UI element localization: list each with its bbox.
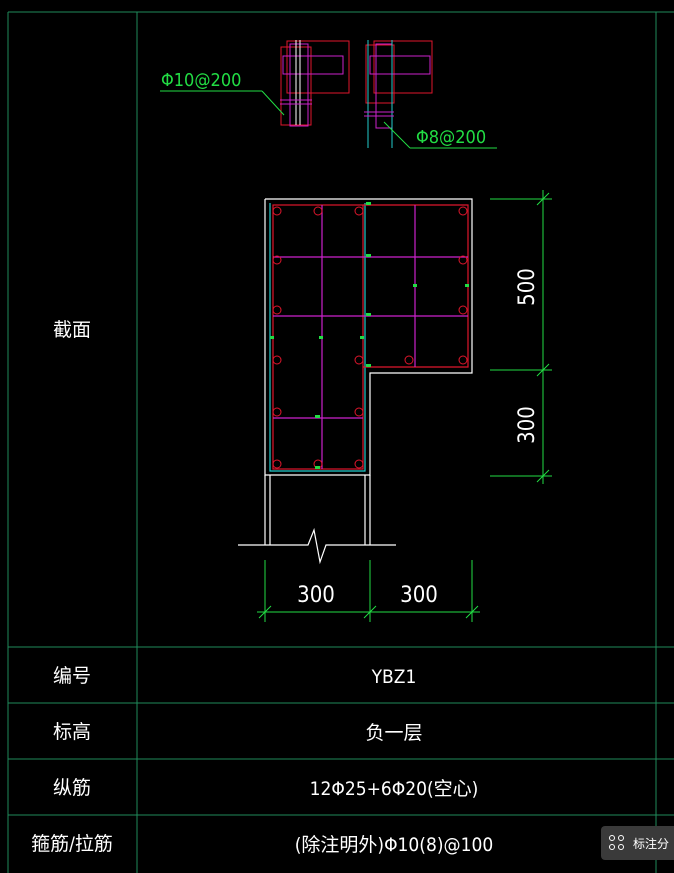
longitudinal-rebar-value: 12Φ25+6Φ20(空心) xyxy=(310,778,479,800)
longitudinal-rebar-row-label: 纵筋 xyxy=(53,777,91,799)
vertical-dimension xyxy=(490,190,552,484)
grid-icon xyxy=(609,835,625,851)
stirrup-detail-left xyxy=(160,40,350,127)
column-id-value: YBZ1 xyxy=(371,666,417,688)
rebar-bars xyxy=(272,206,468,469)
stirrup-outer-callout: Φ10@200 xyxy=(161,70,241,91)
annotation-badge[interactable]: 标注分 xyxy=(601,826,674,860)
stirrup-detail-right xyxy=(364,40,497,149)
height-bottom-dimension: 300 xyxy=(515,406,540,444)
annotation-badge-label: 标注分 xyxy=(633,836,670,851)
horizontal-dimension xyxy=(257,560,480,622)
section-row-label: 截面 xyxy=(53,319,91,341)
rebar-tags xyxy=(270,202,469,469)
id-row-label: 编号 xyxy=(53,665,91,687)
width-right-dimension: 300 xyxy=(400,583,438,608)
stirrup-row-label: 箍筋/拉筋 xyxy=(31,833,113,855)
elevation-value: 负一层 xyxy=(365,722,422,744)
stirrup-value: (除注明外)Φ10(8)@100 xyxy=(295,834,493,856)
height-top-dimension: 500 xyxy=(515,268,540,306)
table-grid xyxy=(7,11,674,873)
elevation-row-label: 标高 xyxy=(53,721,91,743)
width-left-dimension: 300 xyxy=(297,583,335,608)
stirrup-inner-callout: Φ8@200 xyxy=(416,127,486,148)
